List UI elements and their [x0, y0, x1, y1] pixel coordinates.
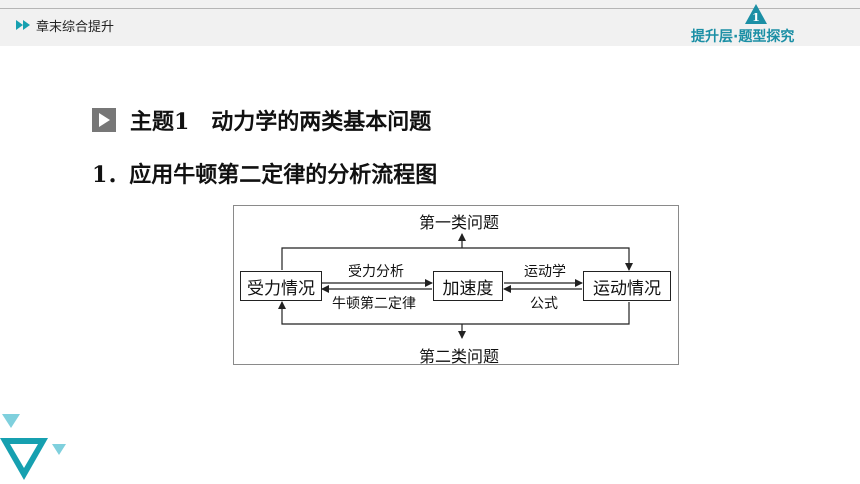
bottom-question-label: 第二类问题 [419, 347, 500, 366]
section-number-badge: 1 [745, 4, 767, 24]
header-bar [0, 0, 860, 46]
section-number: 1 [752, 11, 760, 24]
force-condition-box: 受力情况 [240, 271, 322, 301]
top-question-label: 第一类问题 [419, 213, 500, 232]
motion-condition-box: 运动情况 [583, 271, 671, 301]
breadcrumb[interactable]: 章末综合提升 [16, 16, 115, 35]
section-subheading: 1．应用牛顿第二定律的分析流程图 [92, 162, 438, 188]
breadcrumb-label: 章末综合提升 [36, 19, 115, 35]
topic-title: 主题1 动力学的两类基本问题 [130, 109, 432, 135]
newton-second-law-label: 牛顿第二定律 [332, 296, 416, 312]
formula-label: 公式 [530, 296, 558, 312]
top-loop-line [281, 247, 633, 271]
kinematics-label: 运动学 [524, 264, 566, 280]
bottom-loop-line [278, 301, 630, 325]
header-divider [0, 8, 860, 9]
acceleration-box: 加速度 [433, 271, 503, 301]
decorative-triangles [0, 414, 66, 480]
flow-diagram-arrows [278, 233, 633, 339]
play-icon [92, 108, 116, 132]
flow-diagram: 第一类问题 第二类问题 受力情况 加速度 运动情况 受力分析 牛顿第二定律 运动… [233, 205, 679, 366]
section-tag: 提升层·题型探究 [691, 29, 795, 45]
topic-heading: 主题1 动力学的两类基本问题 [92, 104, 431, 136]
force-analysis-label: 受力分析 [348, 264, 404, 280]
double-arrow-icon [16, 20, 30, 30]
